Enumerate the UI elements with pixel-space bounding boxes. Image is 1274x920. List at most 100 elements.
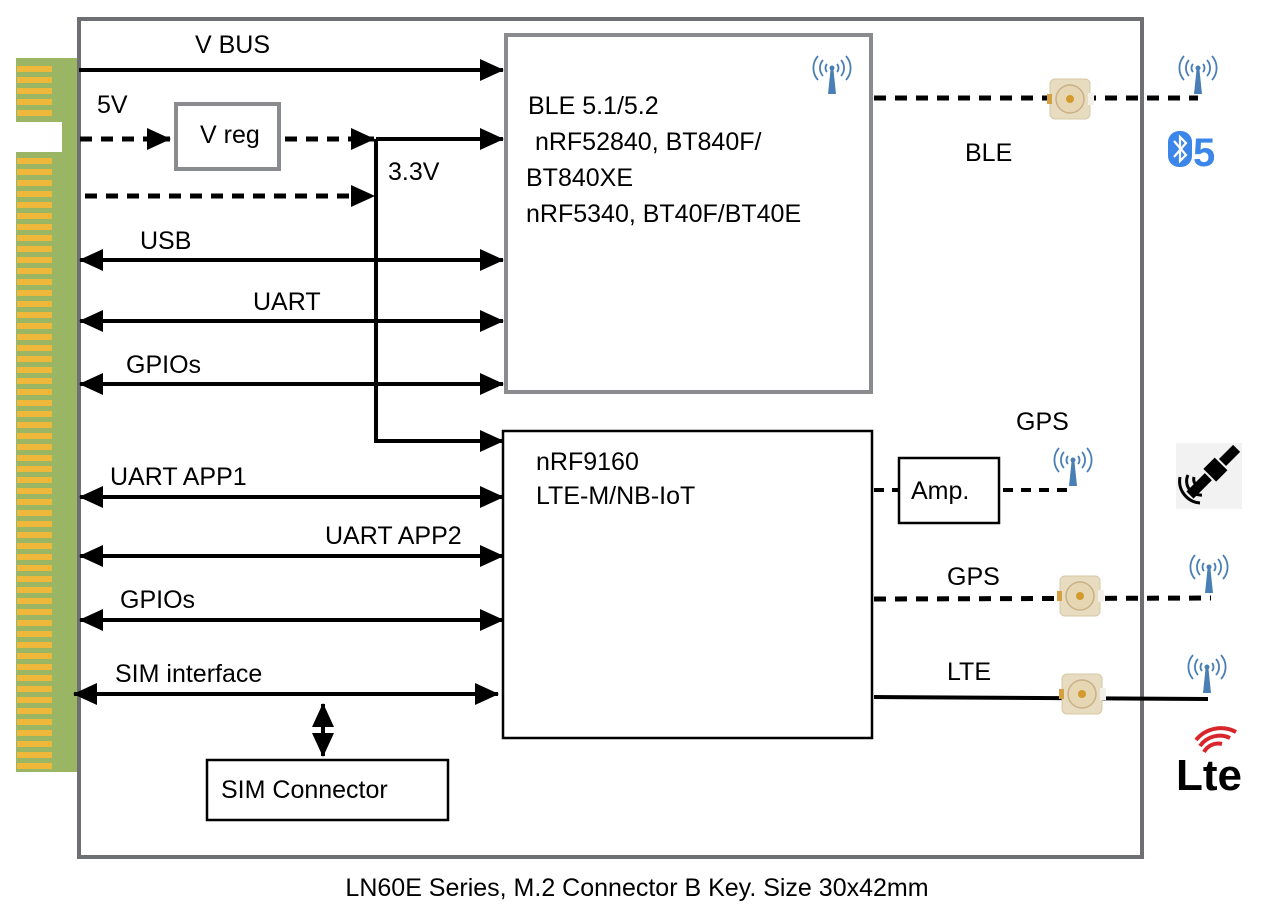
connector-pin	[17, 191, 52, 197]
connector-pin	[17, 202, 52, 208]
connector-pin	[17, 345, 52, 351]
vreg-box	[174, 102, 281, 171]
connector-pin	[17, 609, 52, 615]
ble-signal-label: GPIOs	[126, 351, 201, 379]
ble-line-2: nRF52840, BT840F/	[528, 128, 762, 156]
lte-ufl-connector-icon	[1058, 673, 1107, 715]
satellite-icon	[1176, 443, 1242, 509]
connector-pin	[17, 752, 52, 758]
connector-pin	[17, 697, 52, 703]
connector-pin	[17, 631, 52, 637]
connector-pin	[17, 587, 52, 593]
connector-pin	[17, 521, 52, 527]
connector-pin	[17, 444, 52, 450]
connector-pin	[17, 367, 52, 373]
connector-pin	[17, 77, 52, 83]
vreg-label: V reg	[200, 121, 260, 149]
connector-pin	[17, 576, 52, 582]
gps-label-top: GPS	[1016, 408, 1069, 436]
connector-pin	[17, 213, 52, 219]
connector-pin	[17, 88, 52, 94]
connector-pin	[17, 224, 52, 230]
bluetooth-version: 5	[1193, 131, 1215, 175]
ble-line-4: nRF5340, BT40F/BT40E	[526, 200, 801, 228]
connector-pin	[17, 686, 52, 692]
sim-connector-label: SIM Connector	[221, 776, 388, 804]
connector-pin	[17, 312, 52, 318]
lte-line-1: nRF9160	[536, 448, 639, 476]
connector-pin	[17, 257, 52, 263]
connector-pin	[17, 169, 52, 175]
connector-pin	[17, 620, 52, 626]
lte-logo-icon: Lte	[1176, 726, 1242, 800]
connector-pin	[17, 158, 52, 164]
connector-pin	[17, 510, 52, 516]
lte-signal-label: GPIOs	[120, 586, 195, 614]
ble-ufl-connector-icon	[1046, 78, 1095, 120]
lte-external-antenna-icon	[1187, 654, 1227, 694]
ble-block	[504, 33, 873, 394]
connector-pin	[17, 532, 52, 538]
connector-pin	[17, 411, 52, 417]
connector-pin	[17, 400, 52, 406]
connector-pin	[17, 378, 52, 384]
connector-pin	[17, 356, 52, 362]
connector-pin	[17, 180, 52, 186]
connector-pin	[17, 664, 52, 670]
connector-pin	[17, 235, 52, 241]
connector-pin	[17, 99, 52, 105]
connector-pin	[17, 543, 52, 549]
connector-pin	[17, 389, 52, 395]
connector-pin	[17, 268, 52, 274]
diagram-caption: LN60E Series, M.2 Connector B Key. Size …	[345, 874, 928, 902]
gps-active-antenna-icon	[1053, 447, 1093, 487]
connector-pin	[17, 455, 52, 461]
connector-pin	[17, 730, 52, 736]
vbus-label: V BUS	[195, 31, 270, 59]
connector-pin	[17, 433, 52, 439]
connector-pin	[17, 246, 52, 252]
connector-pin	[17, 642, 52, 648]
ble-external-antenna-icon	[1178, 55, 1218, 95]
connector-pin	[17, 554, 52, 560]
lte-logo-text: Lte	[1176, 751, 1242, 800]
ble-rf-label: BLE	[965, 139, 1012, 167]
connector-pin	[17, 499, 52, 505]
5v-label: 5V	[97, 91, 128, 119]
sim-connector-box	[205, 758, 450, 822]
connector-pin	[17, 110, 52, 116]
connector-pin	[17, 466, 52, 472]
lte-line-2: LTE-M/NB-IoT	[536, 482, 695, 510]
bluetooth-5-badge: 5	[1168, 131, 1215, 175]
connector-pin	[17, 741, 52, 747]
ble-line-1: BLE 5.1/5.2	[528, 92, 659, 120]
connector-pin	[17, 334, 52, 340]
connector-pin	[17, 422, 52, 428]
connector-pin	[17, 323, 52, 329]
lte-block	[501, 429, 874, 740]
lte-rf-line	[873, 695, 1209, 701]
connector-pin	[17, 477, 52, 483]
gps-rf-line	[873, 595, 1212, 602]
gps-ufl-connector-icon	[1056, 575, 1105, 617]
lte-signal-label: UART APP1	[110, 463, 247, 491]
connector-pin	[17, 653, 52, 659]
3v3-rail	[374, 139, 504, 452]
ble-line-3: BT840XE	[526, 164, 633, 192]
gps-label-bottom: GPS	[947, 563, 1000, 591]
connector-pin	[17, 719, 52, 725]
ble-signal-label: UART	[253, 288, 321, 316]
3v3-label: 3.3V	[388, 158, 440, 186]
connector-pin	[17, 279, 52, 285]
connector-pin	[17, 708, 52, 714]
connector-pin	[17, 675, 52, 681]
amp-box	[897, 456, 1001, 525]
connector-pin	[17, 565, 52, 571]
lte-signal-label: SIM interface	[115, 660, 262, 688]
lte-signal-label: UART APP2	[325, 522, 462, 550]
connector-pin	[17, 488, 52, 494]
connector-pin	[17, 598, 52, 604]
connector-pin	[17, 301, 52, 307]
lte-rf-label: LTE	[947, 658, 991, 686]
m2-edge-connector	[16, 58, 78, 772]
